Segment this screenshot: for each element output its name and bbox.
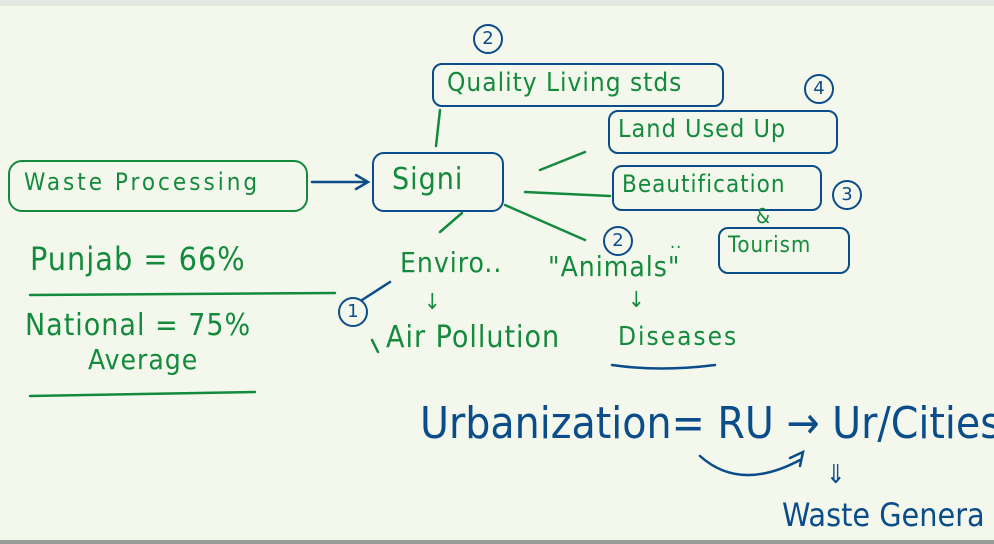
- number-circle-enviro: 1: [338, 297, 368, 327]
- land-used-box: [608, 110, 838, 154]
- number-circle-beautification: 3: [832, 180, 862, 210]
- signi-label: Signi: [392, 162, 464, 197]
- urbanization-equation: Urbanization= RU → Ur/Cities: [420, 398, 994, 449]
- down-arrow-enviro: ↓: [424, 290, 442, 315]
- air-pollution-label: Air Pollution: [386, 320, 561, 355]
- top-bar: [0, 0, 994, 6]
- waste-processing-label: Waste Processing: [24, 168, 261, 196]
- down-arrow-animals: ↓: [628, 288, 646, 313]
- beautification-box: [612, 165, 822, 211]
- waste-processing-box: [8, 160, 308, 212]
- number-circle-quality: 2: [473, 24, 503, 54]
- quality-living-label: Quality Living stds: [447, 68, 683, 98]
- punjab-divider: [28, 291, 337, 297]
- bottom-bar: [0, 540, 994, 544]
- diseases-underline: [610, 363, 717, 370]
- waste-generation-label: Waste Genera: [782, 496, 985, 534]
- animals-dots: ..: [670, 232, 683, 253]
- beautification-label: Beautification: [622, 170, 786, 198]
- diseases-label: Diseases: [618, 322, 739, 352]
- ru-curve-arrow: [698, 449, 805, 477]
- land-used-label: Land Used Up: [618, 114, 787, 143]
- signi-box: [372, 152, 504, 212]
- line-signi-to-animals: [503, 203, 587, 242]
- punjab-stat: Punjab = 66%: [30, 240, 246, 278]
- average-underline: [28, 390, 257, 398]
- enviro-label: Enviro..: [400, 246, 503, 279]
- number-circle-animals: 2: [603, 226, 633, 256]
- quality-living-box: [432, 63, 724, 107]
- tourism-box: [718, 227, 850, 274]
- tourism-label: Tourism: [728, 233, 812, 258]
- arrow-waste-to-signi: [310, 173, 371, 191]
- line-circle1-to-enviro: [360, 280, 392, 302]
- and-sign: &: [756, 204, 772, 228]
- national-stat: National = 75%: [25, 308, 252, 343]
- line-signi-to-land: [538, 150, 587, 172]
- line-quality-to-signi: [434, 108, 442, 148]
- line-signi-to-beautification: [523, 190, 612, 198]
- line-signi-to-enviro: [438, 211, 464, 234]
- average-label: Average: [88, 343, 199, 376]
- double-down-arrow: ⇓: [826, 460, 847, 490]
- number-circle-land: 4: [804, 74, 834, 104]
- air-tick: [370, 338, 380, 354]
